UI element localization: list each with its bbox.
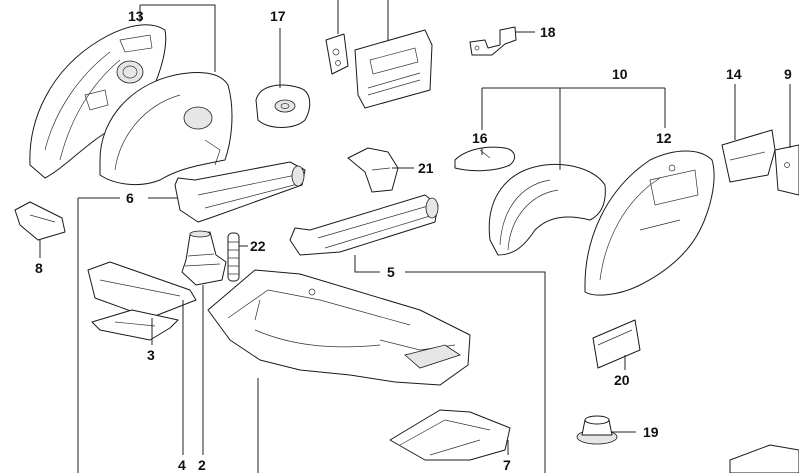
callout-4: 4	[178, 457, 186, 473]
part-2-boot	[181, 230, 227, 286]
part-21-bracket	[347, 147, 399, 193]
callout-17: 17	[270, 8, 286, 24]
part-plate-bracket	[354, 29, 433, 109]
callout-21: 21	[418, 160, 434, 176]
callout-3: 3	[147, 347, 155, 363]
part-corner-box	[729, 444, 799, 473]
callout-19: 19	[643, 424, 659, 440]
part-22-hose	[227, 232, 240, 282]
part-floor-pan	[207, 269, 471, 386]
callout-2: 2	[198, 457, 206, 473]
callout-labels: 13 17 18 10 14 9 16 12 21 6 8 22 5 3 20 …	[35, 8, 792, 473]
callout-13: 13	[128, 8, 144, 24]
part-13-wheel-arch	[29, 24, 167, 179]
part-20-plate	[592, 319, 641, 369]
part-17-cap	[255, 84, 311, 128]
part-5-member	[289, 194, 439, 256]
callout-16: 16	[472, 130, 488, 146]
callout-18: 18	[540, 24, 556, 40]
part-6-member	[174, 161, 306, 223]
part-wheelhouse-liner	[99, 72, 233, 185]
callout-8: 8	[35, 260, 43, 276]
part-16-bracket	[454, 146, 516, 172]
part-12-arch-panel	[584, 150, 715, 296]
part-3-plate	[87, 261, 197, 341]
part-9-bracket	[774, 144, 799, 196]
part-19-plug	[576, 415, 618, 445]
part-arch-liner-inner	[488, 163, 606, 256]
callout-12: 12	[656, 130, 672, 146]
callout-22: 22	[250, 238, 266, 254]
callout-7: 7	[503, 457, 511, 473]
part-small-bracket	[325, 33, 349, 75]
part-14-bracket	[721, 129, 776, 183]
part-18-clip	[469, 26, 517, 56]
callout-10: 10	[612, 66, 628, 82]
callout-20: 20	[614, 372, 630, 388]
callout-6: 6	[126, 190, 134, 206]
part-8-bracket	[14, 201, 66, 241]
callout-5: 5	[387, 264, 395, 280]
callout-14: 14	[726, 66, 742, 82]
callout-9: 9	[784, 66, 792, 82]
leader-lines	[39, 0, 791, 473]
part-7-bracket	[389, 409, 511, 461]
